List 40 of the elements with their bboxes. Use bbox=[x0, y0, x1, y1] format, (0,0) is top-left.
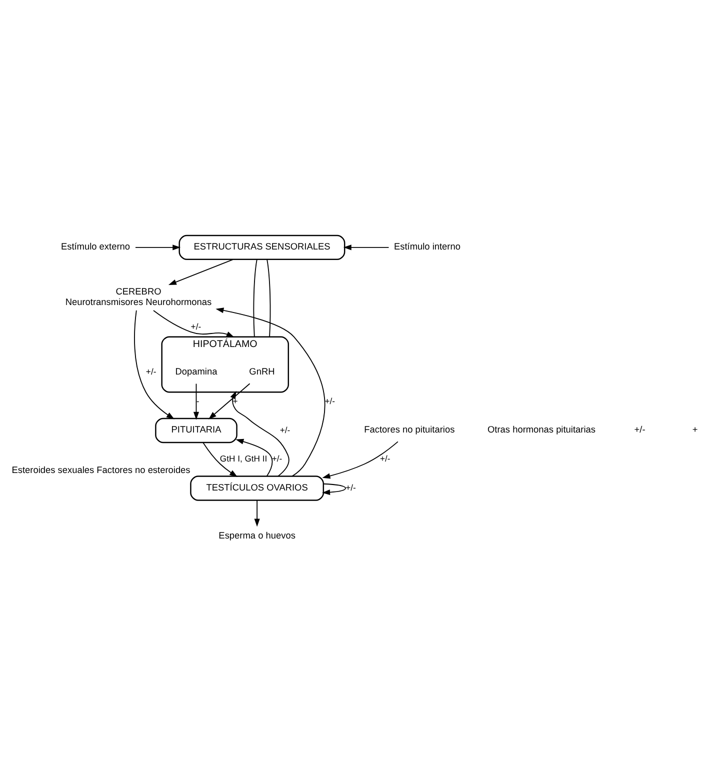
edge-label: +/- bbox=[280, 424, 290, 435]
node-text: Esperma o huevos bbox=[218, 530, 296, 541]
arrow bbox=[230, 390, 290, 477]
arrow bbox=[236, 438, 273, 477]
edge-label: GtH I, GtH II bbox=[220, 454, 268, 464]
arrow bbox=[135, 244, 181, 250]
connector bbox=[253, 259, 258, 338]
arrow bbox=[134, 310, 174, 420]
node-text: Estímulo interno bbox=[394, 242, 460, 252]
edge-label: - bbox=[196, 396, 200, 406]
arrow bbox=[168, 258, 234, 286]
edge-label: + bbox=[232, 396, 238, 406]
connector bbox=[266, 259, 271, 338]
edge-label: +/- bbox=[146, 366, 156, 377]
edge-label: +/- bbox=[346, 482, 356, 493]
arrow bbox=[254, 500, 260, 527]
label: + bbox=[692, 424, 698, 435]
arrow bbox=[202, 442, 238, 478]
node-text: Estímulo externo bbox=[60, 242, 130, 252]
node-box: ESTRUCTURAS SENSORIALES bbox=[178, 234, 346, 260]
arrow bbox=[343, 244, 390, 250]
node-text: CEREBRO Neurotransmisores Neurohormonas bbox=[65, 286, 212, 307]
arrow bbox=[208, 383, 250, 420]
node-text: Factores no pituitarios bbox=[364, 424, 455, 435]
label: Otras hormonas pituitarias bbox=[488, 424, 596, 435]
arrow bbox=[322, 483, 346, 496]
arrow bbox=[153, 310, 234, 338]
arrow bbox=[322, 441, 398, 479]
arrow bbox=[216, 308, 326, 477]
node-text: GnRH bbox=[249, 366, 275, 377]
label: +/- bbox=[634, 424, 646, 435]
edge-label: +/- bbox=[190, 322, 202, 332]
node-box: TESTÍCULOS OVARIOS bbox=[190, 476, 324, 501]
edge-label: +/- bbox=[380, 454, 390, 464]
node-text: Dopamina bbox=[175, 366, 218, 377]
node-box: PITUITARIA bbox=[155, 418, 238, 444]
edge-label: +/- bbox=[272, 454, 282, 464]
node-label: Esteroides sexuales Factores no esteroides bbox=[12, 465, 190, 476]
arrow bbox=[193, 383, 200, 420]
edge-label: +/- bbox=[324, 396, 335, 406]
